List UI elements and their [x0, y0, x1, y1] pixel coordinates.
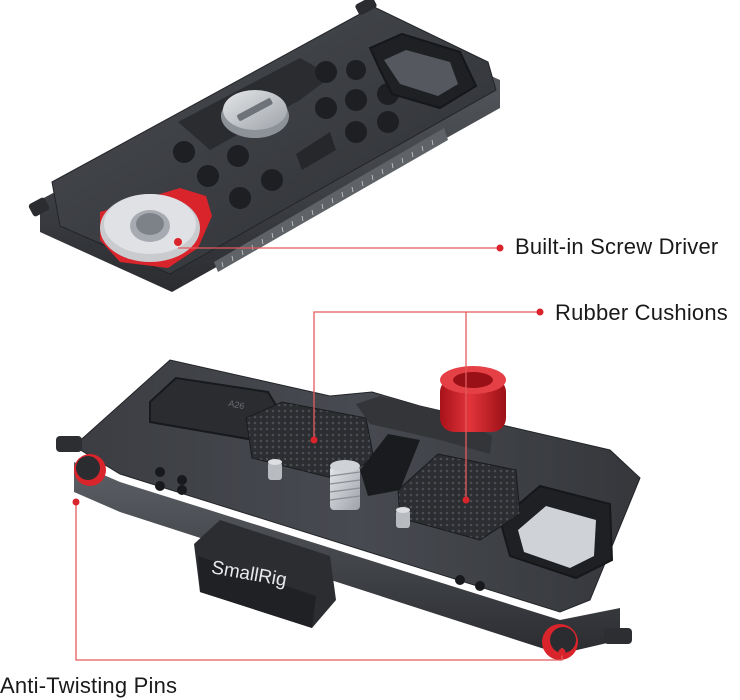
- anti-twist-pin-left: [56, 436, 106, 486]
- top-cutout-floor: [384, 50, 458, 96]
- engraving: A26: [228, 398, 246, 411]
- top-end-pin-right: [355, 0, 377, 15]
- locating-pin-left: [268, 459, 282, 480]
- leader-cushion-dot-left: [310, 436, 318, 444]
- captive-screw: [221, 90, 289, 138]
- bottom-center-slot: [360, 434, 420, 496]
- bottom-plate: SmallRig A26: [56, 359, 641, 660]
- bottom-plate-side: [74, 462, 620, 654]
- center-screw: [329, 460, 361, 510]
- callout-anti-twisting-pins: Anti-Twisting Pins: [0, 673, 178, 698]
- top-end-pin-left: [28, 197, 50, 217]
- top-plate: [28, 0, 500, 292]
- bottom-recess-right-floor: [518, 506, 596, 568]
- riser-block: [356, 396, 492, 454]
- leader-cushion-end-dot: [536, 308, 544, 316]
- mount-holes: [173, 60, 399, 209]
- screw-driver-disc: [100, 188, 212, 268]
- leader-pin-dot-left: [72, 498, 80, 506]
- leader-pin-dot-right: [558, 648, 566, 656]
- scale-ticks: [221, 139, 434, 268]
- screw-driver-dot: [174, 238, 182, 246]
- center-slot-2: [296, 132, 336, 170]
- callout-screw-driver: Built-in Screw Driver: [515, 234, 719, 259]
- red-lock-knob: [440, 366, 506, 432]
- callout-rubber-cushions: Rubber Cushions: [555, 300, 728, 325]
- leader-cushion-dot-right: [462, 496, 470, 504]
- dovetail-bar-face: [198, 556, 316, 628]
- side-holes: [155, 467, 485, 591]
- locating-pin-right: [396, 507, 410, 528]
- anti-twist-pin-right: [542, 624, 632, 660]
- leader-rubber-cushions: [313, 311, 540, 500]
- leader-screw-driver-dot: [496, 244, 504, 252]
